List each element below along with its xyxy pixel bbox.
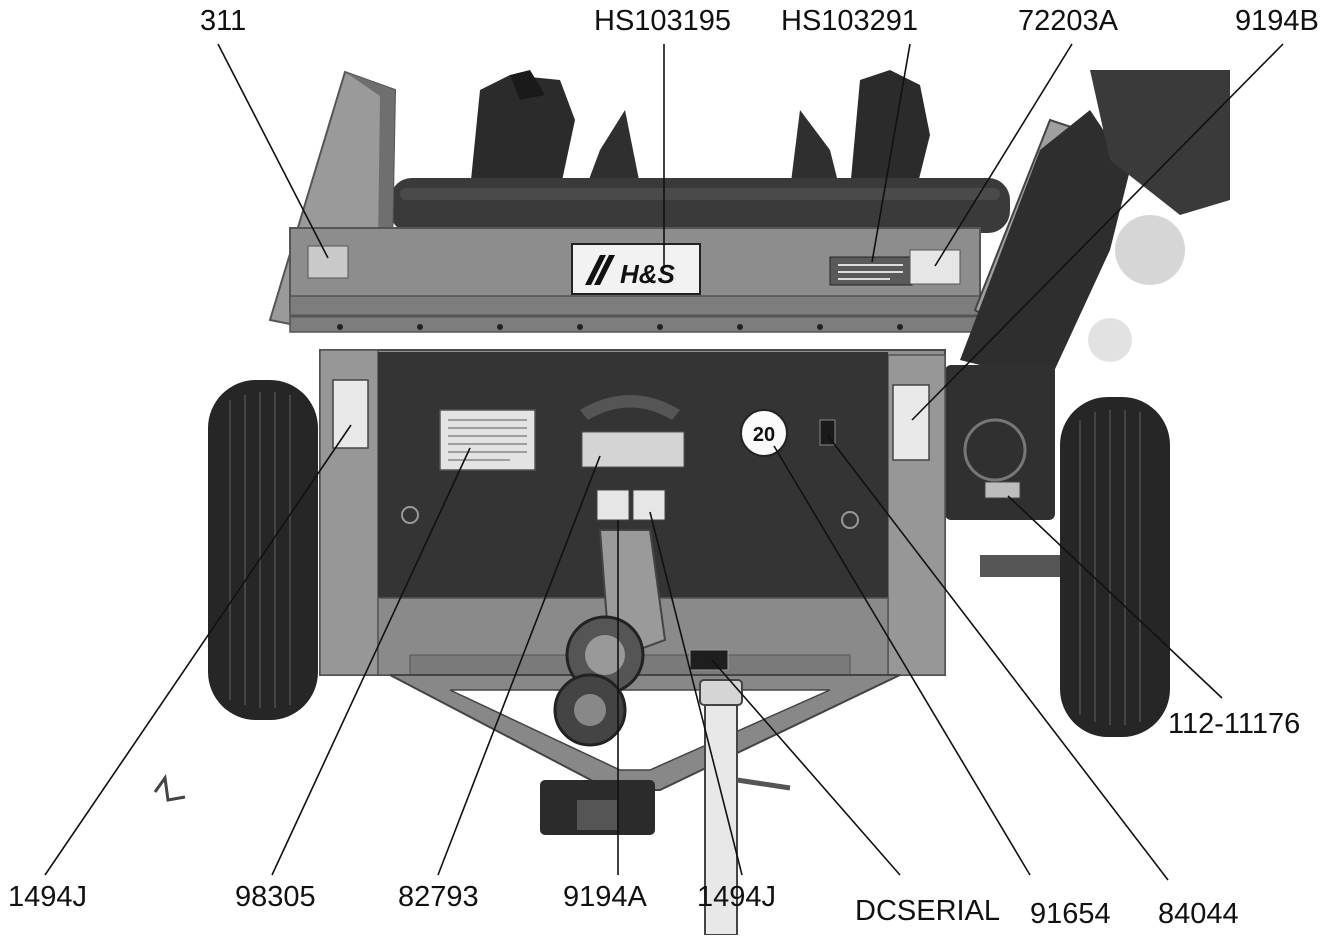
panel-bolts: [337, 324, 903, 529]
left-tire: [208, 380, 318, 720]
axle-stub: [980, 555, 1070, 577]
speed-sign-text: 20: [753, 424, 775, 446]
decal-98305: [439, 409, 536, 471]
speed-sign: 20: [740, 409, 788, 457]
leader-1494j-left: [44, 424, 352, 876]
right-gearbox: [945, 365, 1055, 520]
left-tire-treads: [229, 392, 291, 708]
callout-84044: 84044: [1158, 898, 1239, 930]
decal-9194a: [596, 489, 630, 521]
callout-72203a: 72203A: [1018, 5, 1118, 37]
callout-82793: 82793: [398, 881, 479, 913]
leader-hs103291: [871, 43, 911, 263]
callout-311: 311: [200, 5, 247, 37]
hs-logo: H&S: [571, 243, 701, 295]
jack-handle: [736, 777, 791, 791]
leader-112-11176: [1007, 495, 1223, 699]
decal-1494j-mid: [632, 489, 666, 521]
right-disc: [1115, 215, 1185, 285]
right-disc-small: [1088, 318, 1132, 362]
handle-grip: [580, 395, 680, 420]
decal-311: [307, 245, 349, 279]
leader-311: [217, 43, 329, 259]
callout-hs103291: HS103291: [781, 5, 919, 37]
beater-assembly: [390, 70, 1010, 233]
beater-paddle: [790, 110, 840, 190]
leader-1494j-mid: [649, 511, 743, 876]
callout-hs103195: HS103195: [594, 5, 732, 37]
hs-logo-text: H&S: [620, 259, 676, 289]
decal-84044: [819, 419, 836, 446]
decal-82793: [581, 431, 685, 468]
right-guard: [1090, 70, 1230, 215]
decal-72203a: [909, 249, 961, 285]
decal-1494j-left: [332, 379, 369, 449]
leader-98305: [271, 447, 471, 876]
callout-1494j-mid: 1494J: [697, 881, 777, 913]
callout-98305: 98305: [235, 881, 316, 913]
callout-112-11176: 112-11176: [1168, 708, 1301, 740]
decal-98305-text-lines: [448, 419, 527, 461]
right-tire: [1060, 397, 1170, 737]
leader-82793: [437, 455, 601, 876]
decal-112-11176: [984, 481, 1021, 499]
callout-9194a: 9194A: [563, 881, 647, 913]
beater-paddle: [510, 70, 545, 100]
beater-paddle: [850, 70, 930, 195]
callout-9194b: 9194B: [1235, 5, 1319, 37]
left-side-wall-edge: [345, 72, 395, 250]
top-cross-beam-lip: [289, 295, 981, 333]
hitch-plate-slot: [577, 800, 617, 830]
pto-yoke-upper-inner: [585, 635, 625, 675]
jack-stand-top: [699, 679, 743, 706]
right-drive-housing: [960, 110, 1130, 380]
gearbox-hub: [963, 418, 1027, 482]
decal-9194b: [892, 384, 930, 461]
leader-72203a: [934, 43, 1073, 267]
decal-hs103291-text-lines: [838, 264, 903, 280]
leader-9194b: [911, 43, 1284, 421]
callout-1494j-left: 1494J: [8, 881, 88, 913]
leader-84044: [827, 435, 1169, 881]
small-pin-mark: [153, 774, 186, 802]
callout-dcserial: DCSERIAL: [855, 895, 1001, 927]
right-tire-treads: [1079, 410, 1141, 725]
leader-lines: [44, 43, 1284, 881]
leader-dcserial: [711, 659, 901, 876]
decal-dcserial: [689, 649, 729, 671]
callout-91654: 91654: [1030, 898, 1111, 930]
beater-paddle: [585, 110, 640, 190]
beater-drum-highlight: [400, 188, 1000, 200]
beater-drum: [390, 178, 1010, 233]
pto-yoke-lower-inner: [574, 694, 606, 726]
beater-paddle: [470, 75, 575, 190]
leader-91654: [773, 445, 1031, 876]
